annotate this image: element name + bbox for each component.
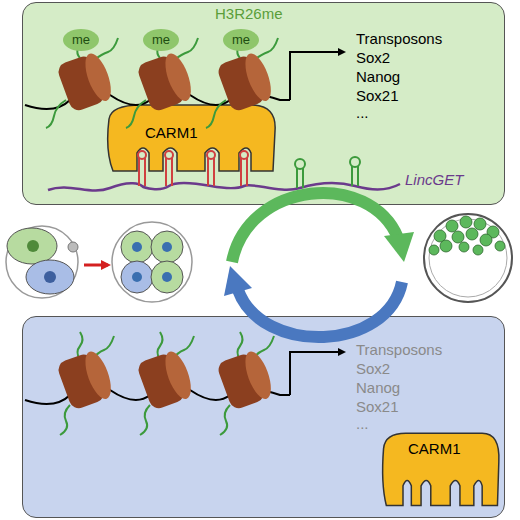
gene-name: Sox21: [356, 88, 399, 105]
gene-name: Nanog: [356, 380, 400, 397]
methyl-text: me: [63, 33, 99, 47]
blue-blastomere: [26, 260, 74, 294]
inner-cell-mass: [429, 216, 505, 255]
zona: [112, 222, 192, 302]
gene-name: Sox2: [356, 361, 390, 378]
methyl-mark: me: [223, 29, 259, 51]
nucleus: [132, 242, 142, 252]
green-blastomere: [7, 228, 57, 264]
blastomere: [151, 261, 183, 293]
carm1-protein: CARM1: [101, 101, 281, 176]
blastomere: [151, 231, 183, 263]
mark-title: H3R26me: [215, 6, 283, 23]
protein-name: CARM1: [408, 441, 461, 458]
nucleus: [132, 272, 142, 282]
red-arrow: [84, 264, 108, 267]
methyl-mark: me: [63, 29, 99, 51]
trophectoderm: [429, 219, 507, 297]
methyl-text: me: [223, 33, 259, 47]
methyl-mark: me: [143, 29, 179, 51]
gene-name: Nanog: [356, 69, 400, 86]
gene-name: Transposons: [356, 342, 442, 359]
blastomere: [121, 231, 153, 263]
gene-name: Sox2: [356, 50, 390, 67]
polar-body: [68, 242, 78, 252]
nucleus: [162, 242, 172, 252]
protein-shape: [108, 105, 275, 171]
blue-panel: TransposonsSox2NanogSox21... CARM1: [22, 316, 505, 518]
methyl-text: me: [143, 33, 179, 47]
protein-name: CARM1: [145, 125, 198, 142]
nucleus: [27, 240, 39, 252]
blue-arrowhead: [224, 266, 252, 296]
gene-name: Sox21: [356, 399, 399, 416]
zona: [6, 226, 78, 298]
rna-name: LincGET: [405, 172, 463, 189]
nucleus: [44, 271, 56, 283]
protein-shape: [383, 433, 499, 505]
gene-name: ...: [356, 105, 369, 122]
gene-name: Transposons: [356, 31, 442, 48]
blastomere: [121, 261, 153, 293]
carm1-protein: CARM1: [378, 429, 503, 511]
green-arrowhead: [384, 232, 414, 262]
gene-name: ...: [356, 416, 369, 433]
blastocyst: [424, 214, 512, 302]
nucleus: [162, 272, 172, 282]
